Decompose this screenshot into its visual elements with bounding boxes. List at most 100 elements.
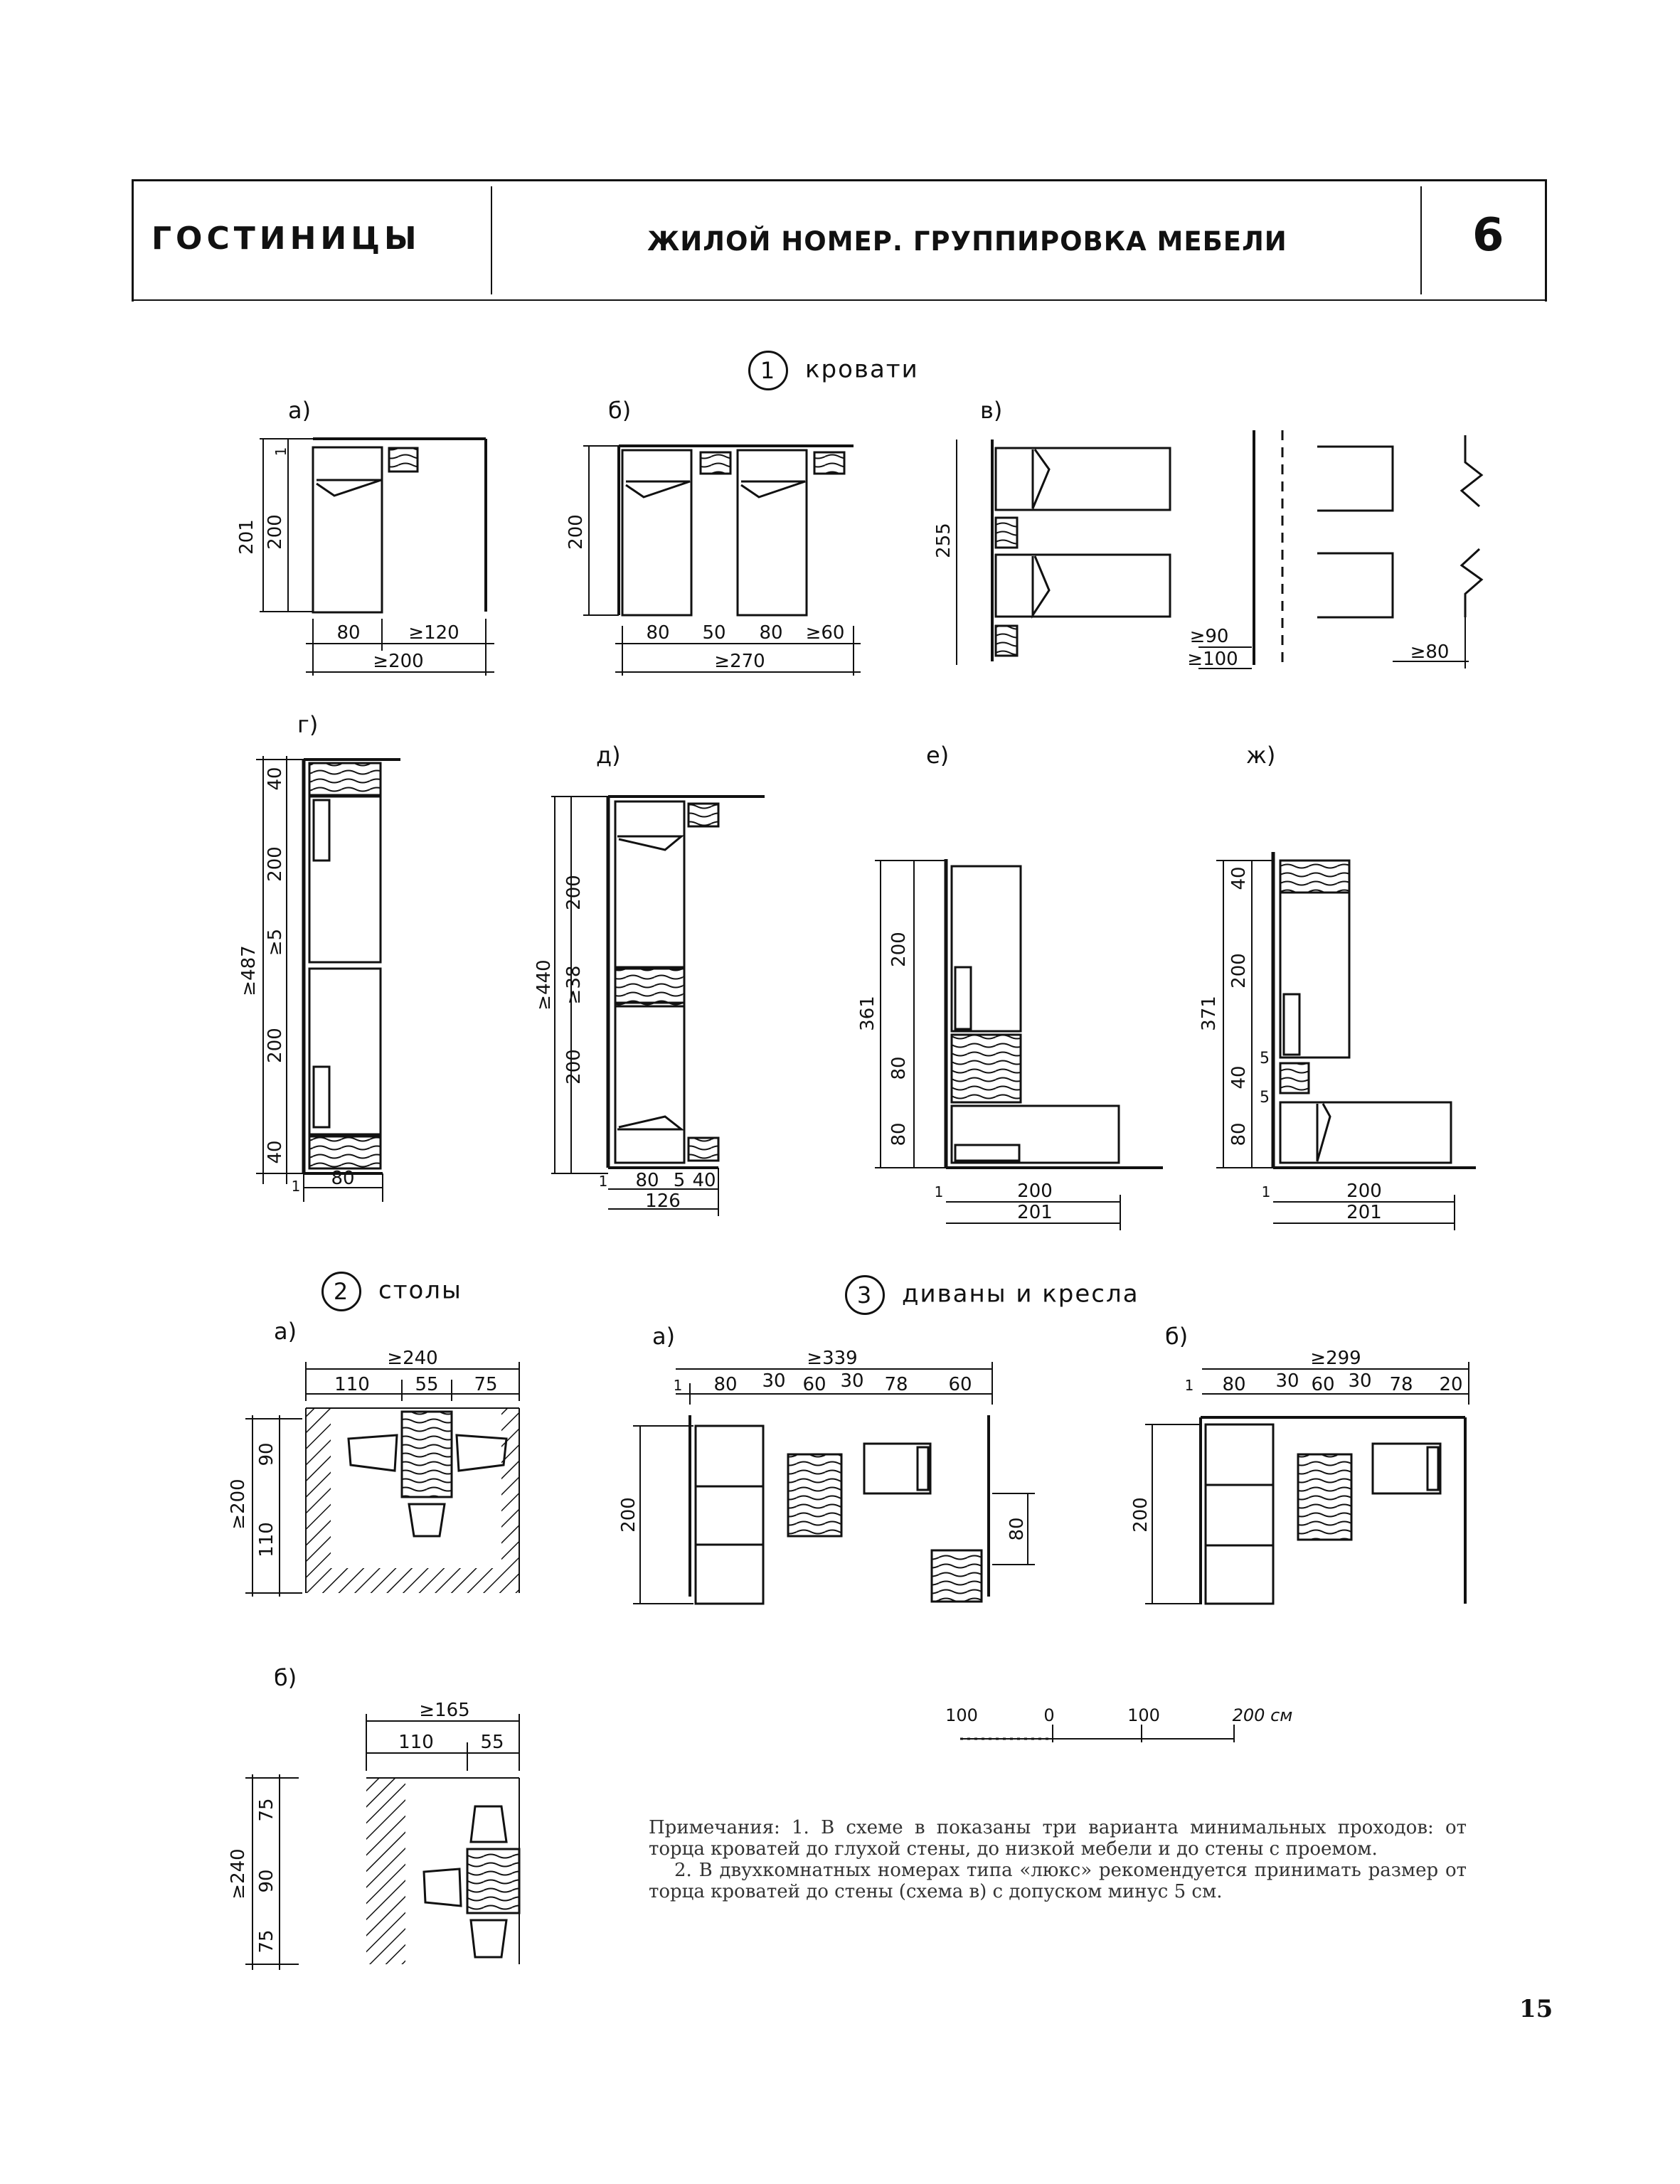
pillow bbox=[1282, 993, 1301, 1056]
section-number-2: 2 bbox=[321, 1272, 361, 1311]
chair bbox=[469, 1805, 508, 1843]
bed bbox=[312, 446, 383, 614]
dim-label: 50 bbox=[702, 622, 725, 644]
dim-label: 200 bbox=[1346, 1181, 1382, 1202]
dim-label: ≥240 bbox=[228, 1848, 249, 1899]
dim-label: 1 bbox=[1185, 1377, 1194, 1394]
dim-label: 40 bbox=[265, 767, 286, 790]
dim-label: ≥270 bbox=[714, 651, 765, 672]
header-left-rule bbox=[132, 179, 134, 302]
nightstand bbox=[308, 762, 382, 797]
label-beds-g: г) bbox=[297, 711, 319, 738]
dim-label: 40 bbox=[265, 1140, 286, 1163]
dim-label: 60 bbox=[802, 1374, 826, 1395]
chair bbox=[469, 1919, 508, 1959]
scale-label: 0 bbox=[1043, 1705, 1054, 1725]
dim-label: 201 bbox=[1346, 1202, 1382, 1223]
dim-label: 55 bbox=[415, 1374, 438, 1395]
dim-label: 1 bbox=[599, 1173, 608, 1190]
dim-label: 40 bbox=[1228, 866, 1250, 890]
dim-label: ≥339 bbox=[807, 1348, 857, 1369]
nightstand bbox=[1279, 1062, 1310, 1094]
beds-e-drawing bbox=[875, 859, 1163, 1230]
dim-label: 75 bbox=[256, 1798, 277, 1821]
dim-label: 110 bbox=[334, 1374, 370, 1395]
section-sofas-label: диваны и кресла bbox=[902, 1279, 1139, 1309]
bed bbox=[1279, 891, 1351, 1059]
nightstand bbox=[687, 1136, 720, 1162]
bed bbox=[308, 795, 382, 964]
dim-label: 200 bbox=[1228, 953, 1250, 989]
dim-label: ≥38 bbox=[563, 966, 585, 1005]
notes-block: Примечания: 1. В схеме в показаны три ва… bbox=[649, 1817, 1467, 1902]
dim-label: 60 bbox=[948, 1374, 972, 1395]
armrest bbox=[1426, 1446, 1440, 1491]
label-beds-b: б) bbox=[608, 397, 632, 424]
armchair bbox=[863, 1442, 932, 1495]
dim-label: 30 bbox=[762, 1370, 785, 1392]
chair bbox=[455, 1434, 508, 1472]
dim-label: 78 bbox=[884, 1374, 908, 1395]
label-beds-e: е) bbox=[926, 742, 950, 769]
chair bbox=[422, 1868, 462, 1907]
dim-label: 5 bbox=[1260, 1050, 1270, 1067]
bed bbox=[308, 967, 382, 1136]
dim-label: 201 bbox=[236, 519, 257, 555]
dim-label: 200 bbox=[265, 846, 286, 882]
dim-label: 80 bbox=[1006, 1517, 1028, 1540]
beds-v-drawing bbox=[956, 430, 1484, 669]
dim-label: 5 bbox=[674, 1170, 686, 1191]
dim-label: 201 bbox=[1017, 1202, 1053, 1223]
pillow bbox=[312, 799, 331, 862]
dim-label: 1 bbox=[674, 1377, 683, 1394]
dim-label: ≥200 bbox=[373, 651, 423, 672]
section-number-3: 3 bbox=[845, 1275, 885, 1315]
dim-label: 371 bbox=[1198, 996, 1220, 1031]
label-tables-a: а) bbox=[274, 1318, 297, 1345]
header-bottom-rule bbox=[132, 299, 1547, 301]
chair bbox=[347, 1434, 398, 1472]
dim-label: 40 bbox=[692, 1170, 716, 1191]
dim-label: 200 bbox=[265, 514, 286, 550]
header-sheet-number: 6 bbox=[1472, 209, 1504, 262]
nightstand bbox=[813, 451, 846, 475]
dim-label: 80 bbox=[635, 1170, 659, 1191]
beds-g-drawing bbox=[256, 756, 400, 1202]
dim-label: 30 bbox=[1275, 1370, 1299, 1392]
dim-label: 80 bbox=[713, 1374, 737, 1395]
header-top-rule bbox=[132, 179, 1547, 181]
dim-label: 80 bbox=[331, 1168, 354, 1189]
table bbox=[466, 1848, 521, 1914]
coffee-table bbox=[1297, 1453, 1353, 1541]
dim-label: ≥120 bbox=[408, 622, 459, 644]
nightstand bbox=[1279, 859, 1351, 894]
header-title: ЖИЛОЙ НОМЕР. ГРУППИРОВКА МЕБЕЛИ bbox=[647, 226, 1287, 257]
nightstand bbox=[994, 624, 1019, 657]
dim-label: 200 bbox=[563, 875, 585, 910]
page-header: ГОСТИНИЦЫ ЖИЛОЙ НОМЕР. ГРУППИРОВКА МЕБЕЛ… bbox=[132, 179, 1547, 302]
sofa-seat bbox=[694, 1485, 765, 1546]
sofas-a-drawing bbox=[633, 1362, 1035, 1605]
dim-label: 60 bbox=[1311, 1374, 1334, 1395]
section-sofas-title: 3 диваны и кресла bbox=[845, 1275, 1139, 1315]
nightstand bbox=[699, 451, 732, 475]
beds-a-drawing bbox=[260, 437, 494, 676]
pillow bbox=[954, 966, 972, 1030]
dim-label: 255 bbox=[933, 523, 955, 558]
dim-label: 80 bbox=[888, 1122, 910, 1146]
nightstand bbox=[950, 1033, 1022, 1104]
tables-b-drawing bbox=[245, 1714, 521, 1970]
bed bbox=[614, 800, 686, 970]
dim-label: 55 bbox=[480, 1732, 504, 1753]
dim-label: 1 bbox=[292, 1178, 301, 1195]
dim-label: 80 bbox=[646, 622, 669, 644]
sofa-seat bbox=[1204, 1483, 1275, 1547]
dim-label: 30 bbox=[840, 1370, 863, 1392]
bed bbox=[1279, 1101, 1452, 1164]
dim-label: 5 bbox=[1260, 1089, 1270, 1107]
bed bbox=[621, 449, 693, 617]
dim-label: ≥240 bbox=[387, 1348, 437, 1369]
chair bbox=[408, 1503, 446, 1538]
